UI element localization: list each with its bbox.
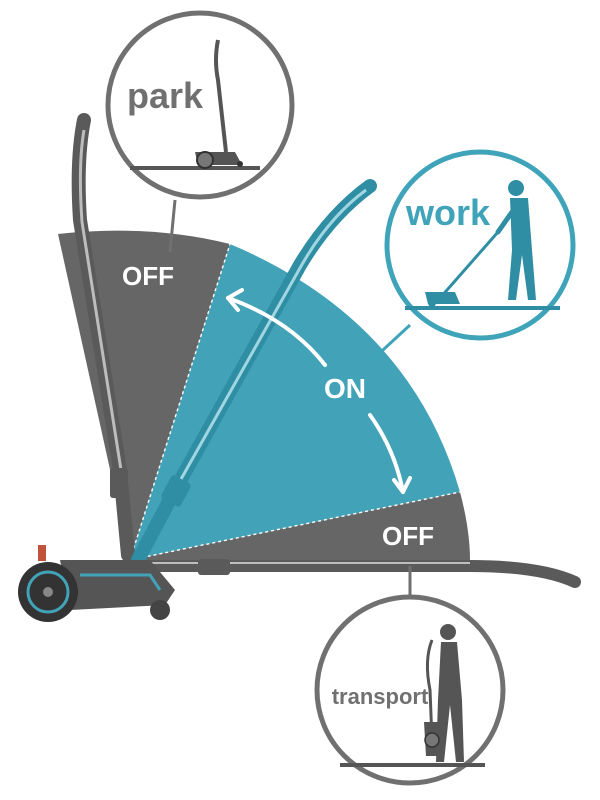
handle-upright-highlight — [78, 129, 123, 471]
handle-flat-joint — [198, 559, 230, 575]
boundary-top — [129, 243, 231, 561]
transport-circle: transport — [314, 594, 506, 786]
work-label: work — [405, 192, 491, 233]
transport-label: transport — [332, 684, 429, 709]
person-mowing-icon — [405, 180, 560, 310]
handle-work-highlight — [174, 188, 367, 489]
mower-upright-icon — [130, 39, 260, 170]
connector-park — [168, 199, 177, 253]
park-label: park — [127, 75, 204, 116]
off-label-top: OFF — [122, 261, 174, 291]
park-circle: park — [105, 10, 295, 200]
handle-flat — [134, 560, 581, 588]
double-arrow-icon — [226, 288, 412, 494]
handle-work-joint — [161, 475, 191, 507]
connector-work — [368, 323, 412, 364]
handle-upright-joint — [110, 468, 128, 498]
off-label-bottom: OFF — [382, 521, 434, 551]
person-carrying-mower-icon — [340, 624, 485, 767]
on-label: ON — [324, 373, 366, 404]
handle-upright — [71, 113, 135, 562]
mower-body — [18, 545, 175, 622]
boundary-bottom — [129, 491, 461, 561]
work-circle: work — [384, 149, 576, 341]
on-zone — [130, 244, 460, 560]
